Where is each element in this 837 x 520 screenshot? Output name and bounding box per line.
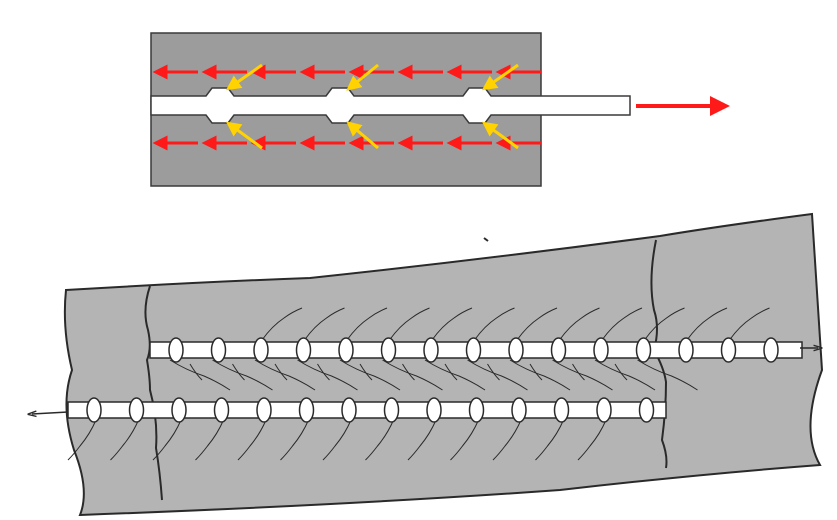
rebar-lug — [763, 337, 779, 363]
crack-line — [261, 307, 303, 341]
rebar-lug — [298, 397, 315, 423]
rebar-lug — [168, 337, 184, 363]
crack-line — [110, 419, 139, 461]
crack-line — [365, 419, 394, 461]
transverse-crack-right — [650, 239, 668, 469]
crack-line — [237, 419, 267, 461]
rebar-lug — [171, 397, 187, 423]
rebar-lug — [380, 337, 397, 363]
crack-line — [232, 363, 245, 381]
crack-line — [254, 359, 316, 391]
rebar-lug — [550, 337, 567, 363]
rebar-lug — [341, 397, 357, 423]
crack-line — [322, 419, 352, 461]
rebar-lug — [593, 337, 609, 363]
crack-line — [535, 419, 564, 461]
crack-line — [577, 419, 607, 461]
rebar-lug — [635, 337, 652, 363]
crack-line — [339, 359, 401, 391]
rebar-lug — [511, 397, 527, 423]
crack-line — [189, 363, 203, 381]
upper-rebar — [149, 337, 803, 363]
rebar-lug — [295, 337, 312, 363]
lap-splice-sketch — [0, 212, 824, 517]
rebar-lug — [213, 397, 230, 423]
crack-line — [529, 363, 543, 381]
rebar-lug — [383, 397, 400, 423]
crack-line — [686, 307, 728, 341]
crack-line — [467, 359, 528, 391]
rebar-lug — [596, 397, 612, 423]
rebar-lug — [678, 337, 694, 363]
rebar-lug — [720, 337, 737, 363]
crack-line — [212, 359, 273, 391]
crack-line — [552, 359, 613, 391]
crack-line — [614, 363, 628, 381]
pullout-test-diagram — [150, 32, 730, 187]
rebar-lug — [338, 337, 354, 363]
rebar-lug — [553, 397, 570, 423]
rebar-lug — [508, 337, 524, 363]
crack-line — [492, 419, 522, 461]
crack-line — [594, 359, 656, 391]
crack-line — [382, 359, 443, 391]
crack-line — [644, 307, 685, 341]
crack-line — [67, 419, 97, 461]
crack-arrow — [225, 63, 263, 91]
crack-line — [389, 307, 430, 341]
crack-line — [280, 419, 309, 461]
splitting-cracks — [67, 307, 770, 461]
crack-line — [274, 363, 288, 381]
crack-arrow — [225, 121, 263, 150]
surface-mark — [483, 237, 489, 242]
rebar-lug — [86, 397, 102, 423]
crack-line — [487, 363, 500, 381]
concrete-specimen — [63, 212, 824, 517]
lower-bar-pull-arrow — [32, 412, 69, 414]
crack-arrow — [481, 121, 519, 150]
crack-line — [297, 359, 358, 391]
rebar-lug — [638, 397, 655, 423]
crack-line — [195, 419, 224, 461]
crack-line — [346, 307, 388, 341]
lower-rebar — [67, 397, 667, 423]
transverse-crack-left — [144, 285, 163, 501]
crack-arrow — [346, 63, 379, 91]
crack-arrow — [481, 63, 519, 91]
crack-line — [359, 363, 373, 381]
crack-line — [444, 363, 458, 381]
rebar-lug — [128, 397, 145, 423]
crack-line — [407, 419, 437, 461]
crack-line — [317, 363, 330, 381]
crack-line — [424, 359, 486, 391]
rebar-lug — [465, 337, 482, 363]
crack-line — [559, 307, 600, 341]
rebar-lug — [426, 397, 442, 423]
rebar-lug — [423, 337, 439, 363]
crack-line — [431, 307, 473, 341]
rebar-lug — [210, 337, 227, 363]
embedded-rebar — [150, 87, 631, 124]
crack-line — [601, 307, 643, 341]
crack-line — [637, 359, 698, 391]
crack-line — [304, 307, 345, 341]
crack-line — [152, 419, 182, 461]
crack-line — [572, 363, 585, 381]
crack-line — [402, 363, 415, 381]
crack-arrow — [346, 121, 379, 150]
rebar-lug — [253, 337, 269, 363]
rebar-lug — [256, 397, 272, 423]
crack-line — [509, 359, 571, 391]
crack-line — [516, 307, 558, 341]
rebar-lug — [468, 397, 485, 423]
crack-line — [729, 307, 770, 341]
crack-force-arrows — [225, 63, 519, 150]
crack-line — [169, 359, 231, 391]
crack-line — [450, 419, 479, 461]
crack-line — [474, 307, 515, 341]
